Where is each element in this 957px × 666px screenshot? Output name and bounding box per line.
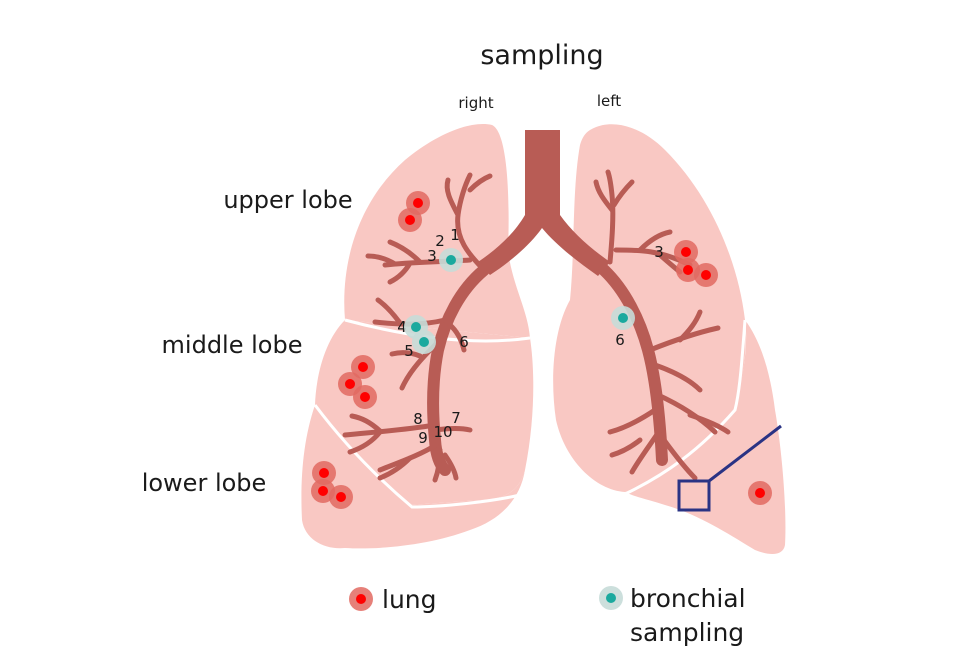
segment-number: 8	[413, 410, 423, 428]
lung-sample-marker	[329, 485, 353, 509]
segment-number: 9	[418, 429, 428, 447]
middle-lobe-label: middle lobe	[162, 331, 303, 359]
segment-number: 10	[433, 423, 452, 441]
left-lower-lobe	[625, 320, 786, 555]
legend-bronchial-marker	[599, 586, 623, 610]
lung-sample-marker	[676, 258, 700, 282]
zoom-callout	[677, 424, 782, 512]
lung-sample-marker	[351, 355, 375, 379]
upper-lobe-label: upper lobe	[223, 186, 352, 214]
right-lower-lobe	[301, 405, 525, 549]
bronchial-sample-marker	[611, 306, 635, 330]
left-side-label: left	[597, 92, 621, 110]
right-oblique-fissure	[313, 404, 521, 509]
segment-number: 3	[654, 243, 664, 261]
segment-number: 6	[615, 331, 625, 349]
trachea	[478, 130, 610, 276]
segment-number: 7	[451, 409, 461, 427]
lower-lobe-label: lower lobe	[142, 469, 267, 497]
diagram-title: sampling	[480, 40, 603, 71]
left-upper-lobe	[553, 124, 746, 492]
zoom-line	[708, 424, 782, 483]
lung-sample-marker	[748, 481, 772, 505]
segment-number: 6	[459, 333, 469, 351]
segment-number: 5	[404, 342, 414, 360]
right-side-label: right	[458, 94, 493, 112]
legend: lung bronchial sampling	[349, 584, 746, 647]
left-lung	[553, 124, 786, 555]
legend-lung-label: lung	[382, 585, 437, 614]
segment-number: 1	[450, 226, 460, 244]
left-oblique-fissure	[624, 319, 747, 496]
segment-number: 2	[435, 232, 445, 250]
lung-sample-marker	[398, 208, 422, 232]
bronchial-sampling-markers	[404, 248, 635, 354]
segment-number: 4	[397, 318, 407, 336]
lung-sampling-markers	[311, 191, 772, 509]
zoom-box	[677, 479, 711, 512]
left-lower-branches	[607, 309, 731, 481]
bronchial-tree	[342, 130, 731, 483]
bronchial-sample-marker	[439, 248, 463, 272]
right-lower-branches	[342, 413, 473, 483]
lung-sample-marker	[674, 240, 698, 264]
segment-numbers: 1 2 3 4 5 6 7 8 9 10 3 6	[397, 226, 664, 447]
bronchial-sample-marker	[412, 330, 436, 354]
legend-bronchial-label-line1: bronchial	[630, 584, 746, 613]
legend-bronchial-label-line2: sampling	[630, 618, 744, 647]
lung-sample-marker	[353, 385, 377, 409]
legend-lung-marker	[349, 587, 373, 611]
lung-sample-marker	[694, 263, 718, 287]
lung-sample-marker	[312, 461, 336, 485]
right-upper-branches	[365, 172, 493, 285]
segment-number: 3	[427, 247, 437, 265]
